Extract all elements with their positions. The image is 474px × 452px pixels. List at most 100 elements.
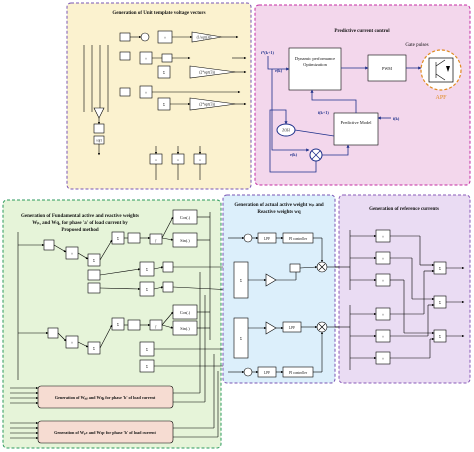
mult-r6-label: × [382, 357, 384, 361]
mult-label-2: × [145, 57, 147, 61]
pwm-label: PWM [382, 66, 392, 71]
panel-unit-template: Generation of Unit template voltage vect… [66, 2, 252, 190]
pi-label-2: PI controller [289, 371, 308, 375]
igbt-switch-icon [428, 57, 454, 83]
mult-block-f4 [47, 327, 59, 339]
dynamic-optimization-block [288, 47, 342, 91]
predictive-model-block [333, 112, 379, 146]
panel-fundamental: Generation of Fundamental active and rea… [2, 199, 235, 449]
panel-predictive-title: Predictive current control [334, 29, 390, 34]
panel-reference-title: Generation of reference currents [369, 207, 439, 212]
sum-label-3: Σ [163, 71, 165, 75]
sum-stack-1-label: Σ [240, 279, 242, 283]
signal-e-k-feedback: e(k) [290, 152, 298, 157]
mult-label-7: × [199, 159, 201, 163]
cos-label-2: Cos(.) [180, 310, 191, 315]
mult-label-f5: × [71, 341, 73, 345]
mult-r1-label: × [382, 235, 384, 239]
panel-unit-template-title: Generation of Unit template voltage vect… [112, 11, 205, 16]
panel-actual-weight-title-2: Reactive weights wq [257, 210, 301, 215]
lpf-label-3: LPF [264, 371, 270, 375]
mult-block-f1 [43, 239, 55, 251]
sum-label-f2: Σ [117, 237, 119, 241]
sum-small-a1 [289, 263, 301, 273]
sum-node-a2 [243, 367, 253, 377]
square-block-2 [119, 51, 131, 61]
mult-r2-label: × [382, 257, 384, 261]
gain-block-f1 [87, 269, 101, 281]
panel-actual-weight: Generation of actual active weight wₚ an… [222, 194, 344, 384]
sum-label-f6: Σ [117, 323, 119, 327]
sin-label-1: Sin(.) [180, 238, 190, 243]
div-block-lower [93, 123, 105, 134]
sum-label-f5: Σ [93, 347, 95, 351]
sum-node-a1 [243, 233, 253, 243]
sum-block-f6 [111, 317, 125, 331]
gain-block-f4 [162, 281, 174, 293]
unit-delay-2 [161, 53, 173, 63]
gate-pulses-label: Gate pulses [405, 43, 428, 48]
sum-block-3 [157, 65, 171, 79]
generator-phase-b-label: Generation of Wₚᵦ and Wqᵦ for phase 'b' … [55, 395, 156, 400]
mult-r5-label: × [382, 335, 384, 339]
gain-two-sqrt3-b-label: (2*sqrt(3)) [199, 103, 215, 107]
sum-label-4: Σ [163, 103, 165, 107]
panel-fundamental-title-3: Proposed method [61, 228, 98, 233]
pi-label-1: PI controller [289, 237, 308, 241]
sum-stack-2 [233, 317, 249, 359]
sum-r2-label: Σ [439, 301, 441, 305]
sqrt-label: sqrt [96, 139, 101, 143]
lpf-label-2: LPF [289, 326, 295, 330]
lpf-label-1: LPF [264, 237, 270, 241]
panel-reference: Generation of reference currents × × × ×… [338, 194, 471, 384]
sum-label-f1: Σ [93, 259, 95, 263]
panel-predictive: Predictive current control Dynamic perfo… [254, 4, 471, 186]
integrator-label-f2: ∫ [155, 325, 158, 329]
panel-actual-weight-title-1: Generation of actual active weight wₚ an… [234, 203, 324, 208]
mult-r3-label: × [382, 279, 384, 283]
signal-i-k: i(k) [393, 116, 400, 121]
sum-r3-label: Σ [439, 335, 441, 339]
signal-i-ref: i*(k+1) [261, 50, 274, 55]
mult-label-f2: × [71, 252, 73, 256]
square-block-4 [119, 87, 131, 97]
sum-label-f4: Σ [146, 288, 148, 292]
gain-sqrt3-label: (1/sqrt(3)) [197, 36, 213, 40]
sin-label-2: Sin(.) [180, 326, 190, 331]
mult-label-4: × [145, 91, 147, 95]
mult-block-f6 [127, 319, 141, 331]
gain-small-down [93, 107, 105, 119]
zoh-label: ZOH [282, 129, 290, 133]
mult-label-6: × [177, 159, 179, 163]
cos-label-1: Cos(.) [180, 215, 191, 220]
panel-fundamental-title-1: Generation of Fundamental active and rea… [21, 214, 139, 219]
signal-i-pred: i(k+1) [318, 110, 329, 115]
sum-r1-label: Σ [439, 267, 441, 271]
predictive-model-label: Predictive Model [340, 120, 372, 125]
gain-block-f3 [162, 261, 174, 273]
square-block-1 [119, 32, 131, 42]
generator-phase-c-label: Generation of Wₚc and Wqc for phase 'b' … [54, 430, 156, 435]
signal-e-k: e(k) [275, 68, 283, 73]
pwm-block [367, 54, 407, 82]
mult-r4-label: × [382, 313, 384, 317]
sum-stack-2-label: Σ [240, 337, 242, 341]
gain-two-sqrt3-label: (2*sqrt(3)) [199, 71, 215, 75]
mult-label-5: × [155, 159, 157, 163]
gate-pulses-text: Gate pulses [405, 43, 428, 48]
mult-label-1: × [164, 36, 166, 40]
gain-block-f2 [87, 282, 101, 294]
integrator-label-f1: ∫ [155, 239, 158, 243]
apf-label: APF [435, 95, 447, 101]
panel-fundamental-title-2: Wₚ₁ and Wq₁ for phase 'a' of load curren… [32, 221, 128, 226]
sum-label-f7: Σ [146, 348, 148, 352]
panel-unit-template-bg [66, 2, 252, 190]
mult-block-f3 [127, 232, 141, 244]
sum-label-f8: Σ [146, 365, 148, 369]
sum-node-1 [140, 32, 150, 42]
unit-template-inputs [83, 45, 109, 112]
gain-two-sqrt3 [189, 65, 237, 79]
panel-reference-bg [338, 194, 471, 384]
sum-label-f3: Σ [146, 268, 148, 272]
